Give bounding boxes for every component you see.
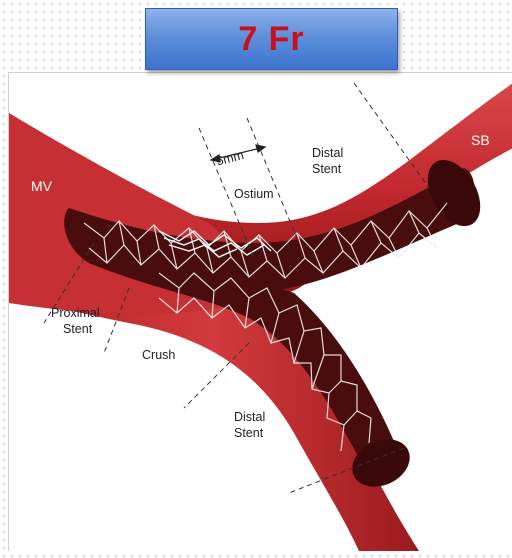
label-mv: MV xyxy=(31,178,53,194)
label-distal-stent-top-1: Distal xyxy=(312,146,343,160)
bifurcation-diagram: MV SB 5mm Ostium Distal Stent Proximal S… xyxy=(9,73,512,551)
title-text: 7 Fr xyxy=(238,20,304,59)
label-ostium: Ostium xyxy=(234,187,274,201)
label-5mm: 5mm xyxy=(215,148,245,168)
label-distal-stent-bottom-2: Stent xyxy=(234,426,264,440)
label-proximal-stent-2: Stent xyxy=(63,322,93,336)
label-proximal-stent-1: Proximal xyxy=(51,306,100,320)
label-crush: Crush xyxy=(142,348,175,362)
diagram-panel: MV SB 5mm Ostium Distal Stent Proximal S… xyxy=(8,72,512,551)
label-sb: SB xyxy=(471,132,490,148)
title-box: 7 Fr xyxy=(145,8,398,70)
label-distal-stent-bottom-1: Distal xyxy=(234,410,265,424)
label-distal-stent-top-2: Stent xyxy=(312,162,342,176)
